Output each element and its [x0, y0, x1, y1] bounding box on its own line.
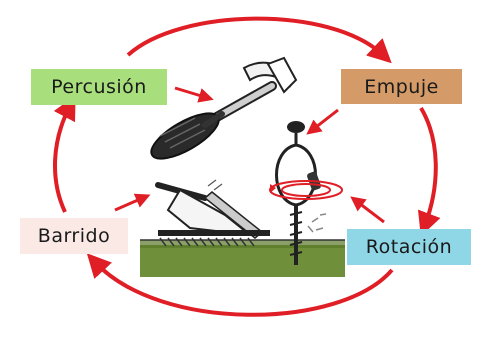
cycle-arrow-left	[55, 106, 70, 212]
label-percusion-text: Percusión	[51, 76, 147, 98]
label-barrido-text: Barrido	[38, 225, 110, 247]
label-rotacion: Rotación	[347, 229, 471, 265]
pointer-arrow-rotacion	[355, 200, 384, 222]
label-barrido: Barrido	[20, 218, 128, 254]
ground-strip	[140, 245, 345, 277]
cycle-arrow-top	[128, 19, 383, 55]
label-percusion: Percusión	[31, 69, 167, 105]
label-empuje-text: Empuje	[364, 76, 439, 98]
pointer-arrow-percusion	[175, 88, 208, 98]
trowel-brush-icon	[158, 180, 270, 246]
pointer-arrow-barrido	[115, 197, 145, 210]
label-rotacion-text: Rotación	[366, 236, 452, 258]
label-empuje: Empuje	[341, 69, 462, 104]
cycle-arrow-right	[421, 108, 436, 225]
pointer-arrow-empuje	[311, 110, 338, 131]
hammer-icon	[145, 58, 296, 167]
